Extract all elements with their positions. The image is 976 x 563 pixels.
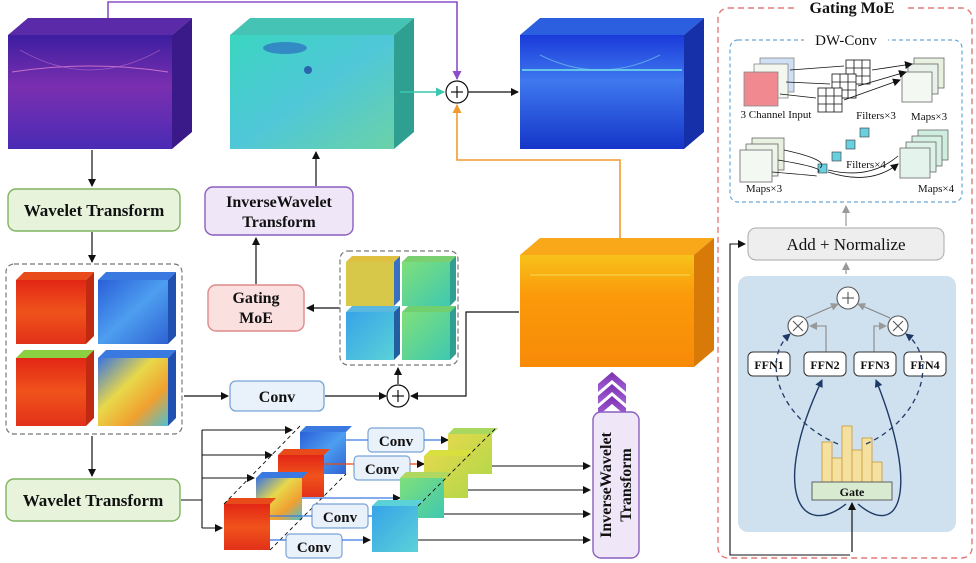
filters4-label: Filters×4	[846, 159, 886, 171]
ffn4-box: FFN4	[903, 351, 947, 377]
inverse-vert-label-2: Transform	[618, 448, 635, 522]
gate-to-ffn-curves	[793, 379, 902, 517]
conv-main-label: Conv	[259, 389, 295, 406]
patch-group-frame	[339, 250, 459, 366]
input-label: 3 Channel Input	[741, 109, 812, 121]
gating-moe-panel	[717, 7, 973, 559]
inverse-wavelet-box-top: InverseWavelet Transform	[204, 186, 354, 236]
stack-to-inverse-lines	[418, 462, 591, 544]
gating-moe-box: Gating MoE	[207, 284, 305, 332]
inverse-top-label-1: InverseWavelet	[226, 194, 332, 211]
patch-1	[346, 256, 400, 306]
upward-chevron-icon	[598, 372, 626, 416]
maps-3-left-icon	[739, 137, 785, 183]
conv-box-c: Conv	[311, 503, 369, 529]
subband-stack-left	[223, 425, 352, 551]
ffn3-label: FFN3	[860, 358, 889, 372]
orange-feature-cube	[520, 238, 714, 367]
ffn1-box: FFN1	[747, 351, 791, 377]
output-feature-cube	[520, 18, 704, 149]
patch-2	[402, 256, 456, 306]
dwconv-bottom-arrows	[771, 149, 899, 178]
ffn3-box: FFN3	[853, 351, 897, 377]
conv-connectors	[270, 436, 449, 544]
subband-ll	[16, 272, 94, 344]
inverse-output-cube	[230, 18, 414, 149]
conv-box-a: Conv	[367, 427, 425, 453]
wavelet-transform-top-label: Wavelet Transform	[24, 201, 165, 220]
dwconv-top-arrows	[779, 61, 913, 101]
skip-connection-arrow	[107, 1, 462, 80]
maps-4-icon	[899, 129, 949, 179]
dwconv-title-backing	[804, 32, 888, 48]
wavelet-transform-box-bottom: Wavelet Transform	[5, 478, 181, 522]
inverse-top-label-2: Transform	[242, 214, 316, 231]
ffn2-label: FFN2	[810, 358, 839, 372]
inverse-vert-label-1: InverseWavelet	[598, 431, 615, 537]
subband-hl	[16, 350, 94, 426]
wavelet-transform-box-top: Wavelet Transform	[7, 188, 181, 232]
add-circle-top	[445, 80, 469, 104]
dwconv-title: DW-Conv	[815, 33, 877, 49]
inverse-wavelet-box-vertical: InverseWavelet Transform	[592, 411, 640, 559]
conv-a-label: Conv	[379, 434, 414, 450]
gating-label-2: MoE	[239, 310, 273, 327]
maps-3-top-icon	[901, 57, 945, 103]
filters-3-icon	[817, 59, 871, 113]
add-circle-mid	[386, 384, 410, 408]
moe-inner-panel	[738, 276, 956, 532]
conv-d-label: Conv	[297, 540, 332, 556]
gate-weight-curves	[775, 333, 924, 445]
panel-title: Gating MoE	[810, 0, 895, 17]
conv-box-b: Conv	[353, 455, 411, 481]
add-normalize-label: Add + Normalize	[786, 235, 905, 254]
conv-box-d: Conv	[285, 533, 343, 559]
residual-arrow	[729, 240, 850, 556]
gate-label: Gate	[840, 485, 865, 499]
moe-add-circle	[836, 286, 860, 310]
conv-c-label: Conv	[323, 510, 358, 526]
conv-b-label: Conv	[365, 462, 400, 478]
ffn2-box: FFN2	[803, 351, 847, 377]
subband-group-frame	[5, 263, 183, 435]
input-feature-cube	[8, 18, 192, 149]
maps3-left-label: Maps×3	[746, 183, 783, 195]
patch-3	[346, 306, 400, 360]
ffn1-label: FFN1	[754, 358, 783, 372]
three-channel-input-icon	[743, 57, 795, 107]
wavelet-fanout-lines	[181, 426, 293, 532]
wavelet-transform-bottom-label: Wavelet Transform	[23, 491, 164, 510]
orange-to-add-arrow	[410, 311, 519, 400]
subband-stack-right	[372, 427, 498, 552]
filters-4-icon	[817, 127, 870, 174]
filters3-label: Filters×3	[856, 110, 896, 122]
ffn4-label: FFN4	[910, 358, 939, 372]
multiply-circle-left	[787, 315, 809, 337]
moe-combine-arrows	[805, 303, 891, 352]
subband-hh	[98, 350, 176, 426]
patch-4	[402, 306, 456, 360]
maps4-label: Maps×4	[918, 183, 955, 195]
maps3-top-label: Maps×3	[911, 111, 948, 123]
gating-label-1: Gating	[232, 290, 279, 307]
add-normalize-box: Add + Normalize	[747, 227, 945, 261]
gate-box: Gate	[811, 481, 893, 501]
orange-skip-arrow	[452, 104, 621, 242]
multiply-circle-right	[887, 315, 909, 337]
conv-box-main: Conv	[229, 380, 325, 412]
subband-lh	[98, 272, 176, 344]
panel-title-backing	[796, 0, 908, 18]
